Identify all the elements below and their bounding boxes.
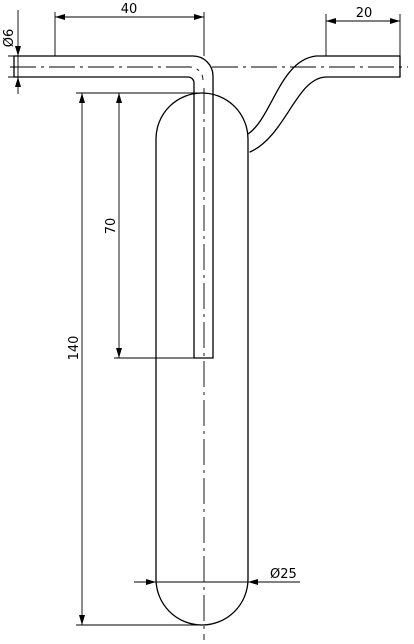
dim140-arrow-top (79, 93, 85, 103)
left-pipe-centerline (10, 66, 204, 81)
dim70-arrow-bottom (116, 348, 122, 358)
dim20-arrow-left (326, 18, 336, 24)
right-pipe-upper-wall (247, 55, 401, 135)
left-pipe-outer-wall (13, 55, 214, 359)
dim70-arrow-top (116, 93, 122, 103)
right-pipe-lower-wall (249, 76, 401, 153)
dim140-arrow-bottom (79, 615, 85, 625)
dia25-arrow-left (146, 579, 156, 585)
dim40-label: 40 (121, 2, 138, 17)
dia6-arrow-top (15, 46, 21, 56)
left-pipe-inner-wall (13, 76, 195, 359)
dim140-label: 140 (67, 336, 82, 361)
dim70-label: 70 (104, 218, 119, 235)
dia6-arrow-bottom (15, 77, 21, 87)
dim20-label: 20 (356, 6, 373, 21)
dia25-arrow-right (248, 579, 258, 585)
dia25-label: Ø25 (270, 567, 297, 582)
dim40-arrow-left (55, 14, 65, 20)
dim20-arrow-right (390, 18, 400, 24)
dia6-label: Ø6 (2, 29, 17, 48)
chamber-outline (155, 92, 249, 626)
dim40-arrow-right (194, 14, 204, 20)
